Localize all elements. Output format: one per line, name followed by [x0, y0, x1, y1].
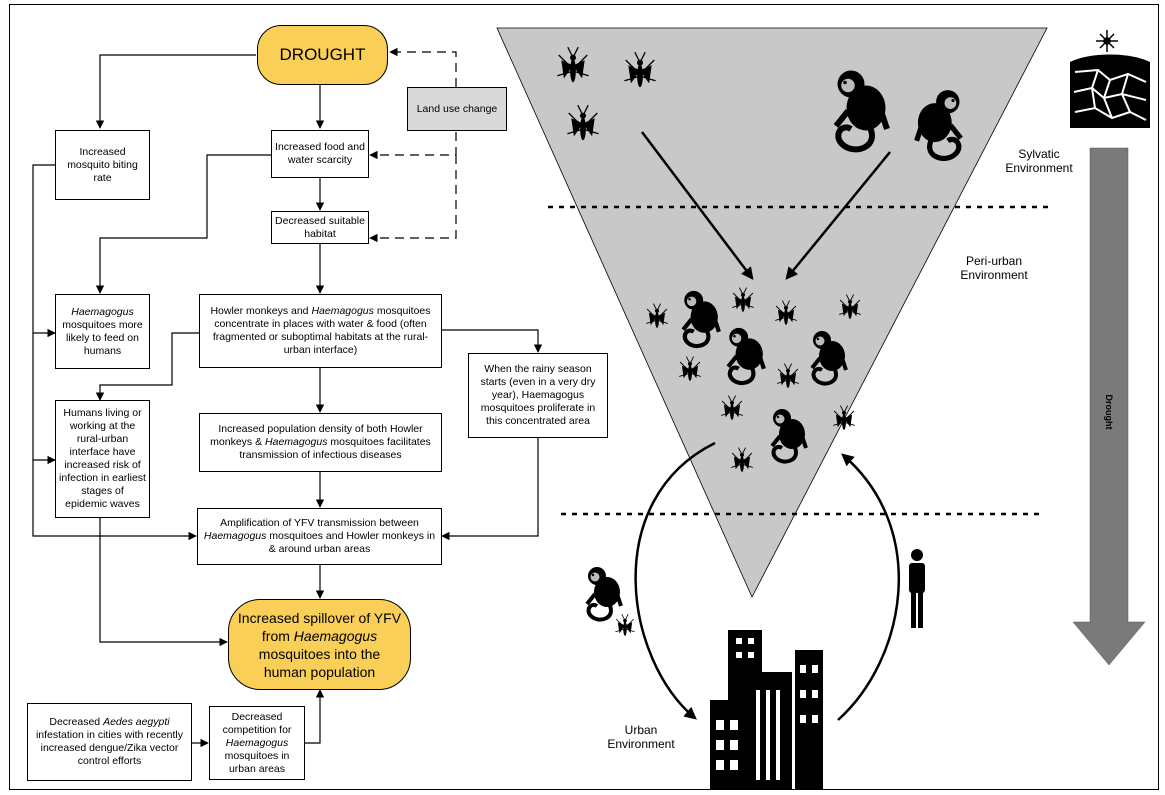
- box-text: mosquitoes in urban areas: [224, 749, 290, 775]
- aedes-aegypti-box: Decreased Aedes aegypti infestation in c…: [27, 703, 192, 781]
- rainy-season-box: When the rainy season starts (even in a …: [468, 353, 608, 438]
- population-density-box: Increased population density of both How…: [199, 413, 442, 472]
- species-name: Haemagogus: [203, 530, 267, 542]
- box-text: Decreased: [49, 716, 104, 728]
- species-name: Haemagogus: [71, 305, 134, 318]
- drought-arrow-label: Drought: [1104, 394, 1114, 430]
- sun-icon: [1096, 30, 1118, 52]
- species-name: Aedes aegypti: [103, 716, 170, 728]
- haemagogus-feed-box: Haemagogus mosquitoes more likely to fee…: [55, 294, 150, 369]
- yfv-amplification-box: Amplification of YFV transmission betwee…: [197, 508, 442, 565]
- competition-box: Decreased competition for Haemagogus mos…: [209, 706, 305, 780]
- urban-environment-label: Urban Environment: [607, 723, 675, 751]
- species-name: Haemagogus: [293, 627, 378, 644]
- cracked-earth-icon: [1070, 54, 1150, 128]
- human-icon: [909, 549, 925, 628]
- environment-funnel: [496, 27, 1048, 598]
- box-text: Howler monkeys and: [210, 305, 312, 317]
- figure-frame: [9, 4, 1159, 790]
- box-text: mosquitoes facilitates transmission of i…: [239, 436, 431, 461]
- city-skyline-icon: [710, 630, 823, 790]
- species-name: Haemagogus: [265, 436, 328, 448]
- humans-risk-box: Humans living or working at the rural-ur…: [55, 400, 150, 518]
- box-text: Increased population density of both How…: [210, 423, 423, 448]
- land-use-change-box: Land use change: [407, 87, 507, 131]
- species-name: Haemagogus: [225, 736, 289, 749]
- suitable-habitat-box: Decreased suitable habitat: [271, 211, 369, 244]
- box-text: mosquitoes and Howler monkeys in & aroun…: [266, 530, 436, 555]
- sylvatic-environment-label: Sylvatic Environment: [1005, 147, 1073, 175]
- periurban-environment-label: Peri-urban Environment: [960, 254, 1028, 282]
- box-text: Decreased competition for: [222, 710, 292, 736]
- box-text: mosquitoes concentrate in places with wa…: [212, 305, 431, 356]
- drought-node: DROUGHT: [257, 25, 388, 85]
- spillover-node: Increased spillover of YFV from Haemagog…: [228, 599, 411, 690]
- species-name: Haemagogus: [311, 305, 374, 317]
- mosquito-biting-box: Increased mosquito biting rate: [55, 130, 150, 200]
- spillover-text: mosquitoes into the human population: [258, 645, 381, 680]
- box-text: Amplification of YFV transmission betwee…: [220, 517, 419, 529]
- box-text: infestation in cities with recently incr…: [35, 729, 184, 767]
- concentrate-box: Howler monkeys and Haemagogus mosquitoes…: [199, 294, 442, 368]
- food-water-scarcity-box: Increased food and water scarcity: [271, 130, 369, 178]
- drought-arrow: [1072, 147, 1146, 666]
- box-text: mosquitoes more likely to feed on humans: [62, 318, 143, 357]
- spillover-text: Increased spillover of YFV from: [237, 609, 402, 644]
